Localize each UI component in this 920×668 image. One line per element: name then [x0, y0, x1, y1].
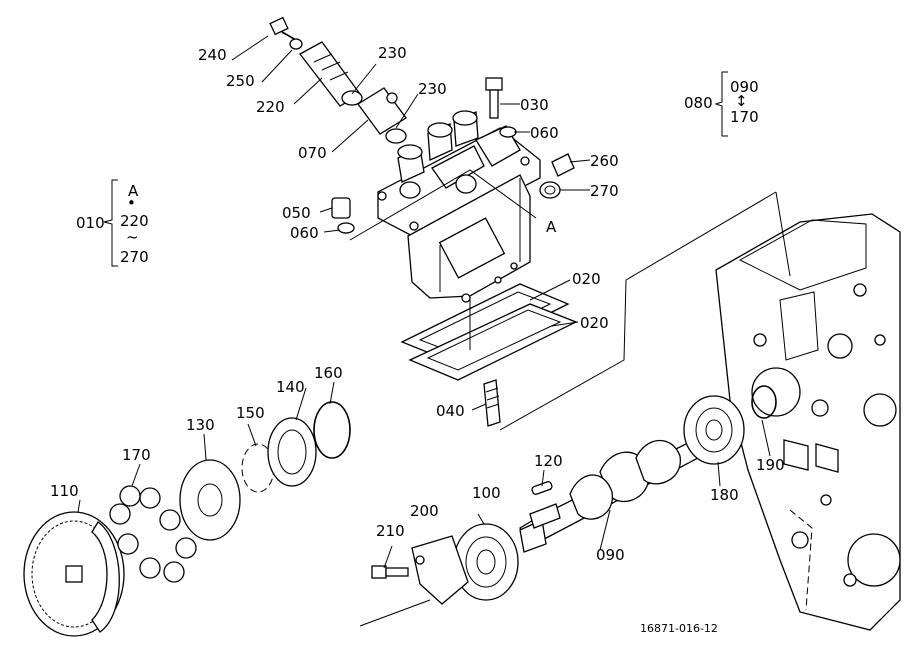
label-220: 220 [256, 98, 285, 116]
bolt-210 [371, 565, 409, 579]
balls-170 [109, 485, 197, 583]
stud-040 [483, 379, 501, 427]
label-270: 270 [590, 182, 619, 200]
label-180: 180 [710, 486, 739, 504]
banjo-bolt-240 [269, 16, 297, 41]
plug-260 [551, 153, 575, 177]
label-040: 040 [436, 402, 465, 420]
label-130: 130 [186, 416, 215, 434]
label-ref-a: A [546, 218, 557, 236]
label-140: 140 [276, 378, 305, 396]
sleeve-130 [179, 459, 241, 541]
washer-230-b [385, 128, 407, 144]
stopper-200 [411, 535, 469, 605]
bearing-140 [267, 417, 317, 487]
circlip-190 [751, 385, 777, 419]
camshaft-090 [519, 439, 699, 553]
svg-text:~: ~ [126, 228, 139, 246]
label-090-b: 090 [596, 546, 625, 564]
collar-050 [331, 197, 351, 219]
label-070: 070 [298, 144, 327, 162]
label-230-b: 230 [418, 80, 447, 98]
delivery-valve-holders [397, 110, 521, 199]
label-260: 260 [590, 152, 619, 170]
gear-110 [23, 511, 125, 637]
injection-pump-body [377, 110, 541, 303]
label-090-a: 090 [730, 78, 759, 96]
label-160: 160 [314, 364, 343, 382]
bracket-080: ↕ [714, 71, 748, 137]
label-150: 150 [236, 404, 265, 422]
circlip-160 [313, 401, 351, 459]
label-240: 240 [198, 46, 227, 64]
label-170-a: 170 [730, 108, 759, 126]
label-190: 190 [756, 456, 785, 474]
leader-lines [77, 35, 791, 627]
svg-text:↕: ↕ [735, 92, 748, 110]
washer-060-top [499, 126, 517, 138]
key-120 [531, 481, 553, 495]
label-050: 050 [282, 204, 311, 222]
label-020-b: 020 [580, 314, 609, 332]
label-080: 080 [684, 94, 713, 112]
label-110: 110 [50, 482, 79, 500]
label-250: 250 [226, 72, 255, 90]
label-060-a: 060 [530, 124, 559, 142]
label-200: 200 [410, 502, 439, 520]
part-labels: 240 250 220 230 230 070 030 060 260 270 … [50, 44, 785, 635]
label-170-b: 170 [122, 446, 151, 464]
svg-text:•: • [127, 194, 136, 212]
label-230-a: 230 [378, 44, 407, 62]
washer-250 [289, 38, 303, 50]
drawing-code: 16871-016-12 [640, 622, 718, 635]
washer-060-lower [337, 222, 355, 234]
crankcase [715, 213, 901, 631]
label-bracket-a: A [128, 182, 139, 200]
bearing-180 [683, 395, 745, 465]
bracket-010: ~ • [103, 179, 139, 267]
label-060-b: 060 [290, 224, 319, 242]
washer-230-a [341, 90, 363, 106]
label-030: 030 [520, 96, 549, 114]
fitting-070 [357, 87, 407, 135]
label-bracket-270: 270 [120, 248, 149, 266]
label-120: 120 [534, 452, 563, 470]
washer-270 [539, 181, 561, 199]
label-100: 100 [472, 484, 501, 502]
label-020-a: 020 [572, 270, 601, 288]
label-210: 210 [376, 522, 405, 540]
bearing-100 [453, 523, 519, 601]
screw-030 [485, 77, 503, 119]
label-010: 010 [76, 214, 105, 232]
label-bracket-220: 220 [120, 212, 149, 230]
